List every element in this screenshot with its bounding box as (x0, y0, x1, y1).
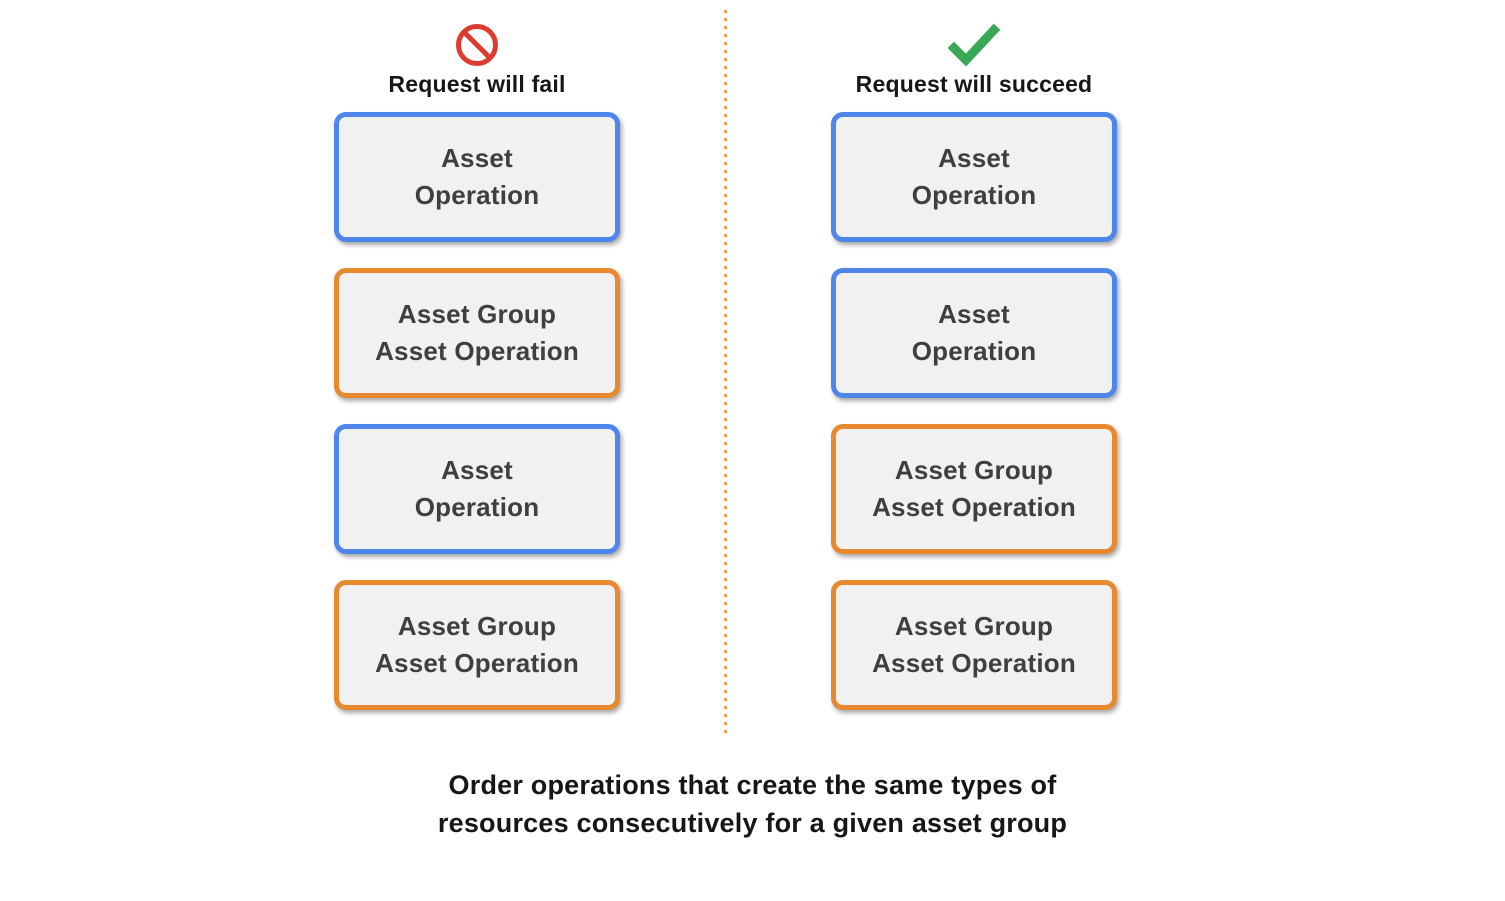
box-label-line1: Asset Group (894, 611, 1054, 641)
asset-operation-box: Asset Operation (831, 268, 1117, 398)
box-label-line2: Operation (911, 336, 1037, 366)
box-label-line1: Asset Group (397, 611, 557, 641)
asset-group-asset-operation-box: Asset Group Asset Operation (831, 424, 1117, 554)
checkmark-icon (945, 22, 1003, 68)
box-label-line1: Asset Group (894, 455, 1054, 485)
box-label-line1: Asset (441, 455, 513, 485)
box-label-line2: Asset Operation (872, 648, 1076, 678)
asset-group-asset-operation-box: Asset Group Asset Operation (334, 268, 620, 398)
fail-column: Request will fail Asset Operation Asset … (334, 22, 620, 736)
box-label: Asset Group Asset Operation (375, 608, 579, 682)
box-label-line2: Operation (911, 180, 1037, 210)
box-label-line2: Asset Operation (872, 492, 1076, 522)
asset-group-asset-operation-box: Asset Group Asset Operation (831, 580, 1117, 710)
box-label-line2: Asset Operation (375, 336, 579, 366)
succeed-header: Request will succeed (856, 22, 1093, 112)
caption-line2: resources consecutively for a given asse… (437, 808, 1068, 838)
caption-line1: Order operations that create the same ty… (448, 770, 1057, 800)
box-label: Asset Group Asset Operation (872, 452, 1076, 526)
box-label: Asset Operation (415, 452, 540, 526)
box-label-line2: Operation (414, 180, 540, 210)
box-label: Asset Group Asset Operation (375, 296, 579, 370)
box-label-line2: Asset Operation (375, 648, 579, 678)
column-divider (724, 10, 727, 733)
asset-operation-box: Asset Operation (334, 424, 620, 554)
caption: Order operations that create the same ty… (0, 766, 1505, 842)
asset-operation-box: Asset Operation (334, 112, 620, 242)
box-label-line2: Operation (414, 492, 540, 522)
fail-header: Request will fail (388, 22, 565, 112)
fail-title: Request will fail (388, 71, 566, 97)
succeed-title: Request will succeed (855, 71, 1093, 97)
box-label: Asset Operation (415, 140, 540, 214)
box-label: Asset Group Asset Operation (872, 608, 1076, 682)
asset-operation-box: Asset Operation (831, 112, 1117, 242)
succeed-column: Request will succeed Asset Operation Ass… (831, 22, 1117, 736)
box-label-line1: Asset Group (397, 299, 557, 329)
box-label: Asset Operation (912, 140, 1037, 214)
box-label-line1: Asset (938, 143, 1010, 173)
prohibition-icon (453, 22, 501, 68)
asset-group-asset-operation-box: Asset Group Asset Operation (334, 580, 620, 710)
box-label: Asset Operation (912, 296, 1037, 370)
box-label-line1: Asset (441, 143, 513, 173)
box-label-line1: Asset (938, 299, 1010, 329)
